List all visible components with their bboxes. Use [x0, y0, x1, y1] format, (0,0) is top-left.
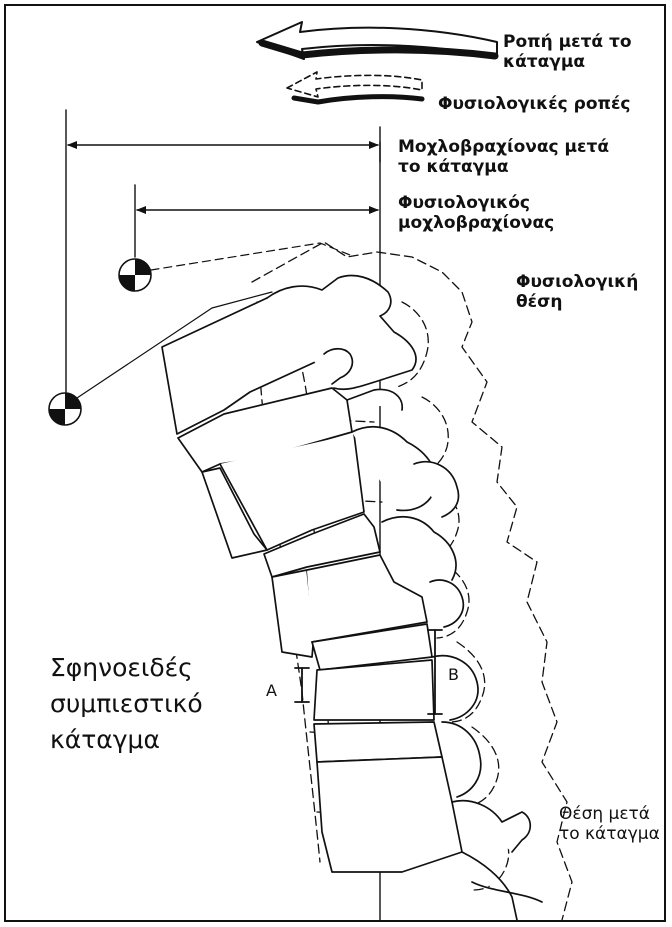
label-line: συμπιεστικό	[50, 686, 203, 722]
label-line: κάταγμα	[50, 722, 203, 758]
physiological-moments-arrow	[287, 72, 422, 102]
label-lever-after-fracture: Μοχλοβραχίονας μετά το κάταγμα	[398, 137, 609, 177]
label-line: Φυσιολογικές ροπές	[438, 94, 631, 114]
label-line: Ροπή μετά το	[503, 32, 632, 52]
label-line: το κάταγμα	[398, 157, 609, 177]
label-line: Φυσιολογικός	[398, 193, 554, 213]
label-position-after-fracture: Θέση μετά το κάταγμα	[559, 804, 660, 844]
label-line: Θέση μετά	[559, 804, 660, 824]
center-of-mass-physiological	[119, 259, 151, 291]
center-of-mass-after-fracture	[49, 393, 81, 425]
dimension-a	[295, 668, 309, 702]
label-height-b: B	[448, 666, 459, 684]
label-height-a: A	[266, 682, 277, 700]
label-moment-after-fracture: Ροπή μετά το κάταγμα	[503, 32, 632, 72]
label-physiological-position: Φυσιολογική θέση	[516, 272, 638, 312]
diagram-frame: Ροπή μετά το κάταγμα Φυσιολογικές ροπές …	[4, 4, 666, 922]
physiological-lever-arm	[135, 185, 378, 257]
label-physiological-moments: Φυσιολογικές ροπές	[438, 94, 631, 114]
moment-after-fracture-arrow	[257, 22, 497, 59]
label-wedge-compression-fracture: Σφηνοειδές συμπιεστικό κάταγμα	[50, 650, 203, 758]
label-line: Φυσιολογική	[516, 272, 638, 292]
label-line: θέση	[516, 292, 638, 312]
label-line: μοχλοβραχίονας	[398, 213, 554, 233]
label-line: κάταγμα	[503, 52, 632, 72]
label-line: Μοχλοβραχίονας μετά	[398, 137, 609, 157]
label-line: το κάταγμα	[559, 824, 660, 844]
label-physiological-lever: Φυσιολογικός μοχλοβραχίονας	[398, 193, 554, 233]
label-line: Σφηνοειδές	[50, 650, 203, 686]
spine-after-fracture-solid	[162, 276, 542, 920]
